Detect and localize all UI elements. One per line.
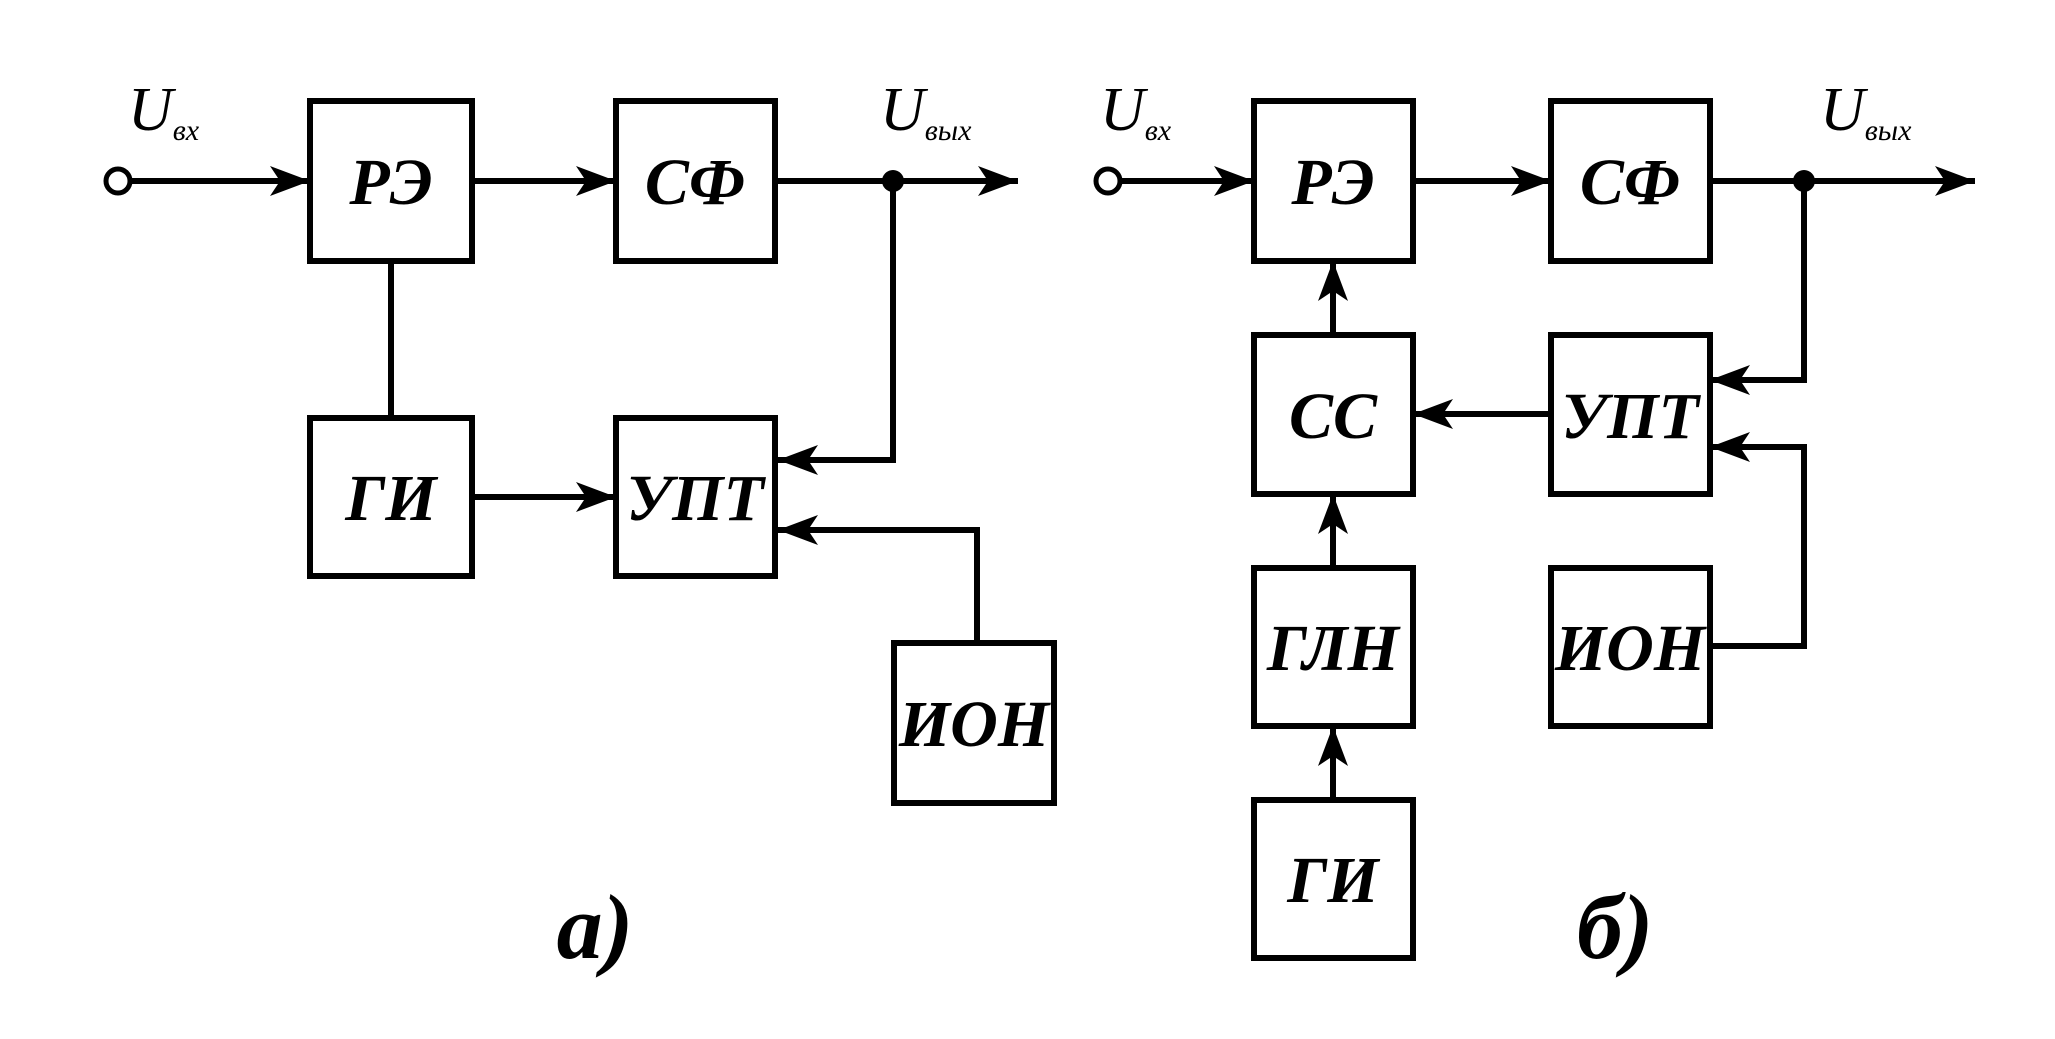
caption-b: б): [1577, 876, 1654, 978]
wire-feedback-to-upt-b: [1710, 181, 1807, 395]
diagram-b: Uвх Uвых РЭ СФ СС УПТ ГЛН: [1093, 76, 1975, 978]
svg-text:УПТ: УПТ: [1561, 380, 1701, 453]
output-label-b: Uвых: [1820, 76, 1912, 147]
block-upt-a: УПТ: [613, 415, 778, 579]
svg-text:СФ: СФ: [1580, 146, 1680, 219]
block-gln-b: ГЛН: [1251, 565, 1416, 729]
svg-text:ГИ: ГИ: [1286, 844, 1381, 917]
wire-feedback-to-upt-a: [778, 181, 896, 475]
wire-ion-to-upt-a: [778, 515, 980, 643]
svg-text:РЭ: РЭ: [348, 146, 432, 219]
block-re-b: РЭ: [1251, 98, 1416, 264]
input-label-b: Uвх: [1100, 76, 1172, 147]
caption-a: а): [557, 876, 634, 978]
svg-text:ГИ: ГИ: [344, 462, 439, 535]
block-re-a: РЭ: [307, 98, 475, 264]
svg-text:УПТ: УПТ: [626, 462, 766, 535]
svg-text:ГЛН: ГЛН: [1266, 612, 1402, 685]
diagram-a: Uвх Uвых РЭ СФ ГИ УПТ ИОН: [103, 76, 1057, 978]
block-ion-b: ИОН: [1548, 565, 1713, 729]
svg-text:ИОН: ИОН: [898, 688, 1052, 761]
input-label-a: Uвх: [128, 76, 200, 147]
block-ion-a: ИОН: [891, 640, 1057, 806]
block-sf-b: СФ: [1548, 98, 1713, 264]
wire-ion-to-upt-b: [1710, 432, 1807, 649]
svg-text:ИОН: ИОН: [1554, 612, 1708, 685]
output-label-a: Uвых: [880, 76, 972, 147]
svg-text:СФ: СФ: [645, 146, 745, 219]
block-ss-b: СС: [1251, 332, 1416, 497]
input-terminal-a: [103, 166, 133, 196]
block-sf-a: СФ: [613, 98, 778, 264]
block-upt-b: УПТ: [1548, 332, 1713, 497]
input-terminal-b: [1093, 166, 1123, 196]
svg-text:СС: СС: [1289, 380, 1378, 453]
block-gi-b: ГИ: [1251, 797, 1416, 961]
svg-text:РЭ: РЭ: [1290, 146, 1374, 219]
block-gi-a: ГИ: [307, 415, 475, 579]
